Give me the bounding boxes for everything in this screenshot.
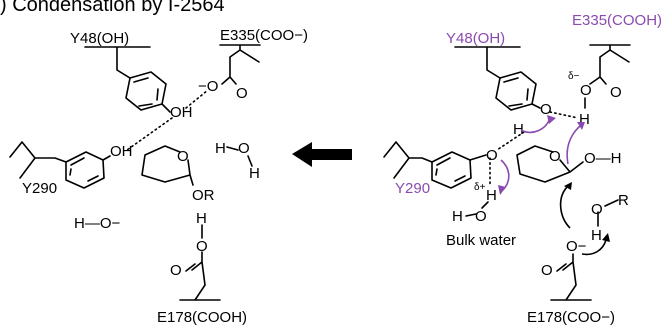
right-y290-label: Y290 <box>395 180 430 197</box>
left-hbond-tyr48-tyr290 <box>126 117 173 151</box>
right-e178: O− O E178(COO−) <box>527 238 615 326</box>
left-water: H O H <box>215 140 260 182</box>
bulk-water-label: Bulk water <box>446 232 516 249</box>
left-water-h2: H <box>249 165 260 182</box>
left-e178-carbonyl-o: O <box>170 262 182 279</box>
right-tyr48-o: O <box>540 101 552 118</box>
left-tyr290: Y290 OH <box>9 141 133 197</box>
right-tyr290-delta: δ+ <box>474 182 486 193</box>
left-hbond-oh-carboxylate <box>185 89 209 109</box>
left-e335-label: E335(COO−) <box>220 27 308 44</box>
right-ror-h: H <box>591 227 602 244</box>
left-hydroxide: H—O− <box>74 215 121 232</box>
left-e335: E335(COO−) −O O <box>198 27 308 102</box>
right-e178-carbonyl-o: O <box>541 262 553 279</box>
right-e335-h: H <box>579 111 590 128</box>
left-y290-label: Y290 <box>22 180 57 197</box>
reaction-arrow <box>292 142 352 167</box>
right-water-h: H <box>452 208 463 225</box>
right-e335-carbonyl-o: O <box>610 84 622 101</box>
right-water: H O Bulk water <box>446 201 516 249</box>
right-e178-label: E178(COO−) <box>527 309 615 326</box>
right-e335-label: E335(COOH) <box>572 12 662 29</box>
right-roh: O R H <box>591 192 629 244</box>
left-water-o: O <box>238 140 250 157</box>
left-e178-oh-o: O <box>196 238 208 255</box>
right-tyr290: Y290 O δ+ H <box>383 141 498 204</box>
right-y48-label: Y48(OH) <box>446 30 505 47</box>
right-e335-o: O <box>580 82 592 99</box>
right-tyr48-h: H <box>513 121 524 138</box>
right-e178-ominus: O− <box>566 238 587 255</box>
left-e178-h: H <box>196 210 207 227</box>
right-oh: O—H <box>584 150 622 167</box>
left-water-h1: H <box>215 140 226 157</box>
right-hbonds <box>489 111 579 186</box>
right-ring-o: O <box>549 148 561 165</box>
right-sugar: O O—H <box>516 145 622 183</box>
right-electron-arrows <box>498 115 610 256</box>
right-tyr48: Y48(OH) O H <box>446 30 552 138</box>
right-ror-o: O <box>591 201 603 218</box>
right-e335: E335(COOH) δ− O O H <box>568 12 662 128</box>
left-panel: Y48(OH) OH E335(COO−) −O O Y290 OH O OR <box>9 27 308 326</box>
figure-title: ) Condensation by I-2564 <box>0 0 225 16</box>
right-tyr290-h: H <box>486 187 497 204</box>
left-e178-label: E178(COOH) <box>157 309 247 326</box>
right-water-o: O <box>475 208 487 225</box>
left-e178: H O O E178(COOH) <box>157 210 247 326</box>
left-or: OR <box>192 187 215 204</box>
right-e335-delta: δ− <box>568 71 580 82</box>
left-e335-carbonyl-o: O <box>236 85 248 102</box>
left-tyr48: Y48(OH) OH <box>70 30 193 121</box>
left-tyr290-oh: OH <box>110 143 133 160</box>
left-y48-label: Y48(OH) <box>70 30 129 47</box>
left-e335-ominus: −O <box>198 78 218 95</box>
left-sugar: O OR <box>141 145 215 204</box>
left-ring-o: O <box>177 148 189 165</box>
left-tyr48-oh: OH <box>170 104 193 121</box>
right-panel: Y48(OH) O H E335(COOH) δ− O O H Y290 O δ… <box>383 12 662 326</box>
right-tyr290-o: O <box>486 147 498 164</box>
right-ror-r: R <box>618 192 629 209</box>
